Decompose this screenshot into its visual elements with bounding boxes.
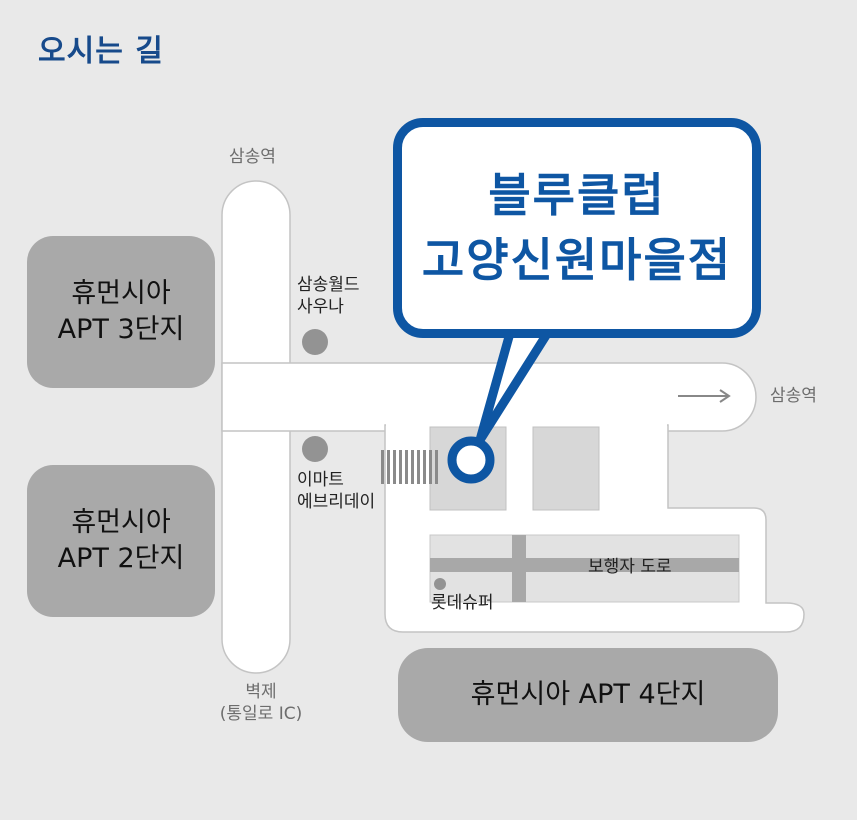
small-building-right — [532, 426, 600, 511]
crosswalk — [381, 450, 438, 484]
pedestrian-road-horizontal — [430, 558, 739, 572]
emart-marker-icon — [302, 436, 328, 462]
junction-fill-lower — [386, 424, 667, 434]
store-callout: 블루클럽 고양신원마을점 — [393, 118, 761, 338]
label-emart-line1: 이마트 — [297, 470, 344, 490]
block-apt3: 휴먼시아 APT 3단지 — [27, 236, 215, 388]
label-samsong-station-right: 삼송역 — [770, 386, 817, 406]
block-apt3-line2: APT 3단지 — [57, 314, 185, 345]
junction-fill — [223, 364, 289, 430]
label-emart-line2: 에브리데이 — [297, 492, 376, 513]
label-lotte-super: 롯데슈퍼 — [431, 593, 494, 613]
block-apt3-line1: 휴먼시아 — [71, 277, 171, 309]
label-byeokje: 벽제 (통일로 IC) — [206, 681, 316, 725]
block-apt4: 휴먼시아 APT 4단지 — [398, 648, 778, 742]
block-apt2: 휴먼시아 APT 2단지 — [27, 465, 215, 617]
block-apt2-line2: APT 2단지 — [57, 543, 185, 574]
label-byeokje-line1: 벽제 — [245, 682, 277, 702]
label-samsong-world: 삼송월드 사우나 — [297, 274, 360, 318]
block-apt2-line1: 휴먼시아 — [71, 506, 171, 538]
label-byeokje-line2: (통일로 IC) — [219, 704, 303, 725]
label-samsong-world-line1: 삼송월드 — [297, 275, 360, 295]
location-marker-icon — [447, 436, 495, 484]
label-samsong-station-top: 삼송역 — [229, 147, 276, 167]
page-title: 오시는 길 — [38, 34, 164, 69]
label-pedestrian-road: 보행자 도로 — [588, 557, 672, 577]
arrow-right-icon — [678, 389, 731, 403]
samsong-world-marker-icon — [302, 329, 328, 355]
callout-brand: 블루클럽 — [488, 167, 666, 222]
callout-branch: 고양신원마을점 — [421, 233, 733, 287]
lotte-super-marker-icon — [434, 578, 446, 590]
pedestrian-road-vertical — [512, 535, 526, 602]
block-apt4-label: 휴먼시아 APT 4단지 — [470, 678, 706, 710]
label-emart: 이마트 에브리데이 — [297, 469, 375, 513]
label-samsong-world-line2: 사우나 — [297, 297, 344, 318]
